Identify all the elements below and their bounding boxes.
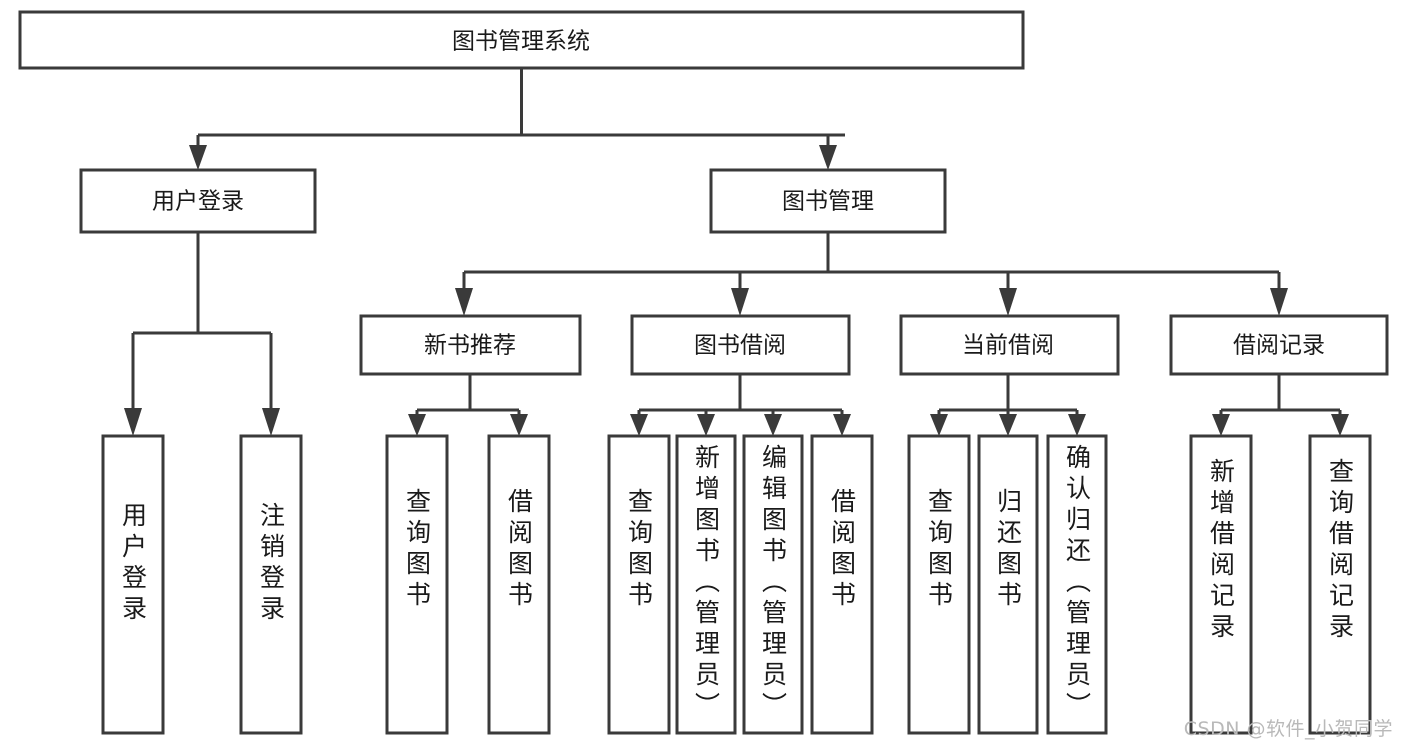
node-book-manage-label: 图书管理	[782, 189, 874, 215]
arrow-borrowrecord-leaf-2	[1331, 414, 1349, 436]
node-leaf-borrow-record-1[interactable]	[1189, 434, 1253, 735]
node-book-borrow[interactable]	[630, 314, 851, 376]
arrow-bookborrow-leaf-1	[630, 414, 648, 436]
node-leaf-current-borrow-1[interactable]	[907, 434, 971, 735]
node-current-borrow-label: 当前借阅	[962, 333, 1054, 359]
node-layer: 图书管理系统 用户登录 图书管理 新书推荐 图书借阅 当前借阅 借阅记录	[18, 10, 1389, 735]
arrow-root-to-book-manage	[819, 145, 837, 170]
node-borrow-record-label: 借阅记录	[1233, 333, 1325, 359]
node-leaf-book-borrow-3[interactable]	[742, 434, 804, 735]
arrow-bookmanage-to-borrow-record	[1270, 288, 1288, 316]
node-leaf-current-borrow-2[interactable]	[977, 434, 1039, 735]
arrow-bookmanage-to-new-book	[455, 288, 473, 316]
arrow-bookborrow-leaf-3	[764, 414, 782, 436]
arrow-bookborrow-leaf-4	[833, 414, 851, 436]
arrow-bookmanage-to-current-borrow	[999, 288, 1017, 316]
arrow-borrowrecord-leaf-1	[1212, 414, 1230, 436]
node-leaf-book-borrow-1[interactable]	[607, 434, 671, 735]
watermark-label: CSDN @软件_小贺同学	[1183, 718, 1393, 740]
arrow-userlogin-leaf-1	[124, 408, 142, 436]
node-new-book-recommend[interactable]	[359, 314, 582, 376]
node-leaf-new-book-1[interactable]	[385, 434, 449, 735]
node-new-book-recommend-label: 新书推荐	[424, 333, 516, 359]
arrow-bookborrow-leaf-2	[697, 414, 715, 436]
node-user-login[interactable]	[79, 168, 317, 234]
arrow-bookmanage-to-book-borrow	[731, 288, 749, 316]
node-leaf-book-borrow-2[interactable]	[675, 434, 737, 735]
node-root-label: 图书管理系统	[452, 29, 590, 55]
node-borrow-record[interactable]	[1169, 314, 1389, 376]
node-leaf-borrow-record-2[interactable]	[1308, 434, 1372, 735]
node-leaf-book-borrow-4[interactable]	[810, 434, 874, 735]
arrow-currentborrow-leaf-3	[1068, 414, 1086, 436]
node-current-borrow[interactable]	[899, 314, 1120, 376]
node-book-borrow-label: 图书借阅	[694, 333, 786, 359]
connector-layer	[124, 68, 1349, 436]
node-leaf-new-book-2[interactable]	[487, 434, 551, 735]
arrow-root-to-user-login	[189, 145, 207, 170]
node-leaf-current-borrow-3[interactable]	[1046, 434, 1108, 735]
arrow-newbook-leaf-2	[510, 414, 528, 436]
node-leaf-user-login-1[interactable]	[101, 434, 165, 735]
arrow-currentborrow-leaf-2	[999, 414, 1017, 436]
node-leaf-user-login-2[interactable]	[239, 434, 303, 735]
arrow-newbook-leaf-1	[408, 414, 426, 436]
arrow-userlogin-leaf-2	[262, 408, 280, 436]
arrow-currentborrow-leaf-1	[930, 414, 948, 436]
node-book-manage[interactable]	[709, 168, 947, 234]
node-user-login-label: 用户登录	[152, 189, 244, 215]
node-root[interactable]	[18, 10, 1025, 70]
